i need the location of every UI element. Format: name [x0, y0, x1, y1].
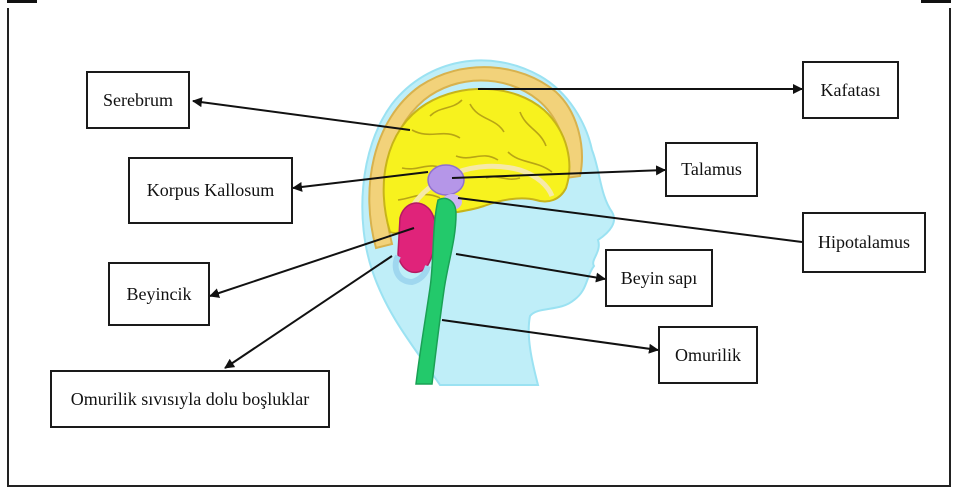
label-serebrum: Serebrum	[86, 71, 190, 129]
label-kafatasi: Kafatası	[802, 61, 899, 119]
label-hipotalamus: Hipotalamus	[802, 212, 926, 273]
label-beyin-sapi: Beyin sapı	[605, 249, 713, 307]
label-omurilik: Omurilik	[658, 326, 758, 384]
thalamus-shape	[428, 165, 464, 195]
cerebellum-shape	[398, 203, 436, 272]
arrow-serebrum	[193, 101, 410, 130]
label-korpus-kallosum: Korpus Kallosum	[128, 157, 293, 224]
label-talamus: Talamus	[665, 142, 758, 197]
label-bosluklar: Omurilik sıvısıyla dolu boşluklar	[50, 370, 330, 428]
arrow-bosluklar	[225, 256, 392, 368]
label-beyincik: Beyincik	[108, 262, 210, 326]
